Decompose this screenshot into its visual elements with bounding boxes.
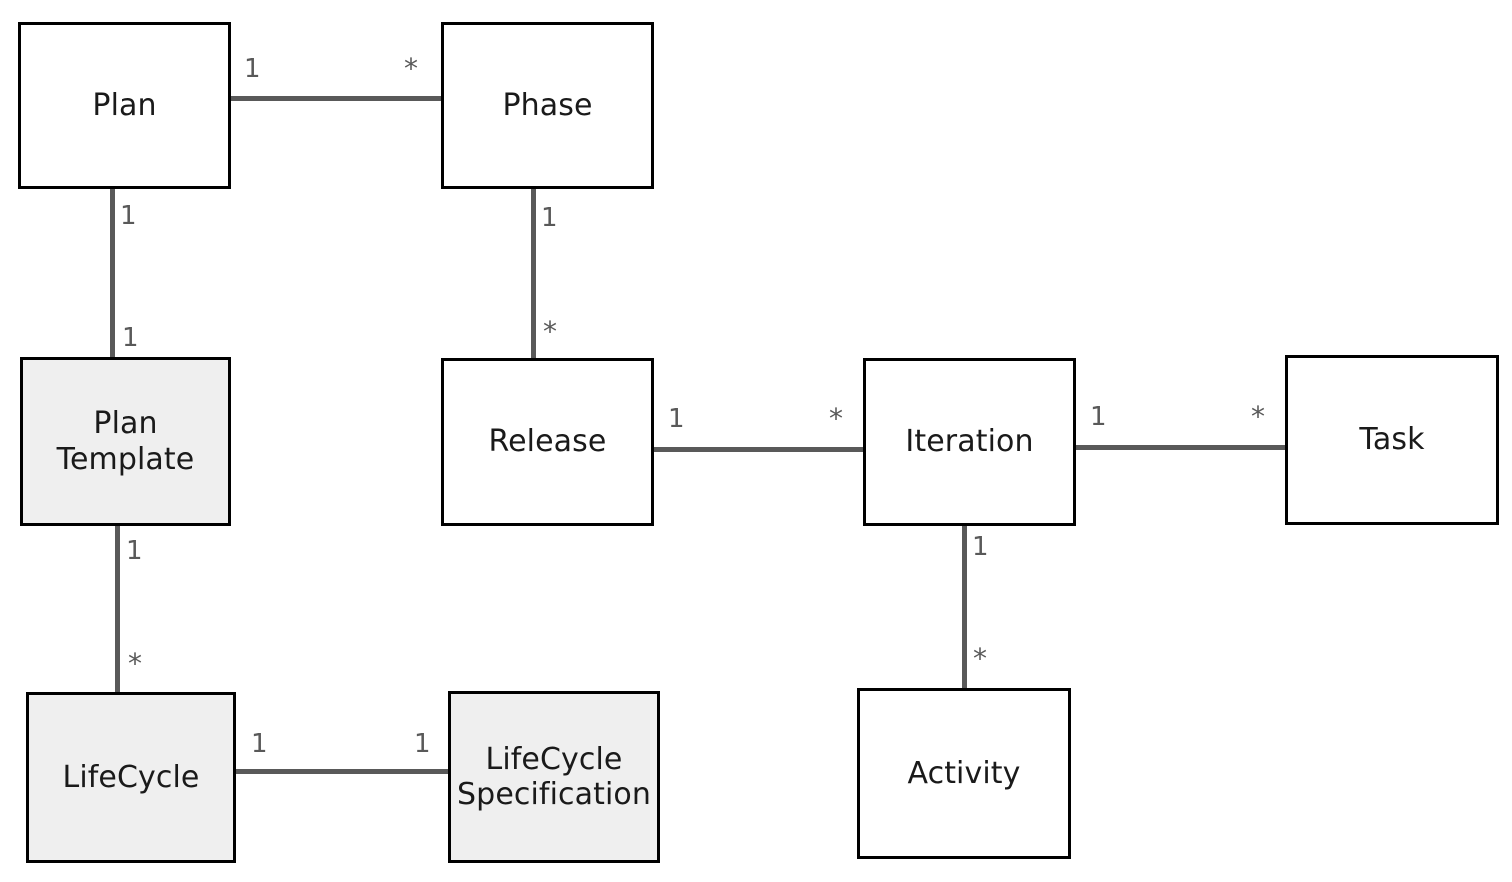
class-box-lifecycle[interactable]: LifeCycle [26,692,236,863]
association-line-lifecycle-spec [232,769,451,774]
multiplicity-plan-plantemplate-to: 1 [122,323,139,353]
multiplicity-release-iteration-to: * [829,402,843,435]
multiplicity-plan-phase-to: * [404,52,418,85]
class-box-activity[interactable]: Activity [857,688,1071,859]
class-label-iteration: Iteration [905,424,1034,460]
association-line-iteration-task [1071,445,1289,450]
multiplicity-iteration-task-from: 1 [1090,402,1107,432]
multiplicity-release-iteration-from: 1 [668,404,685,434]
multiplicity-iteration-activity-from: 1 [972,532,989,562]
class-label-lifecycle: LifeCycle [62,759,200,795]
multiplicity-plantemplate-lifecycle-from: 1 [126,536,143,566]
multiplicity-phase-release-to: * [543,315,557,348]
class-label-lifecycle-specification: LifeCycle Specification [457,741,651,812]
association-line-release-iteration [649,447,867,452]
multiplicity-iteration-activity-to: * [973,642,987,675]
class-box-phase[interactable]: Phase [441,22,654,189]
association-line-plantemplate-lifecycle [115,522,120,695]
class-label-plan-template: Plan Template [56,406,195,477]
class-box-iteration[interactable]: Iteration [863,358,1076,526]
class-box-release[interactable]: Release [441,358,654,526]
class-label-release: Release [488,424,607,460]
multiplicity-plantemplate-lifecycle-to: * [128,647,142,680]
class-label-activity: Activity [907,755,1021,791]
multiplicity-phase-release-from: 1 [541,203,558,233]
association-line-iteration-activity [962,522,967,692]
class-label-plan: Plan [92,87,157,123]
multiplicity-lifecycle-spec-to: 1 [414,729,431,759]
class-box-lifecycle-specification[interactable]: LifeCycle Specification [448,691,660,863]
class-box-task[interactable]: Task [1285,355,1499,525]
class-box-plan-template[interactable]: Plan Template [20,357,231,526]
class-label-phase: Phase [502,87,593,123]
multiplicity-plan-plantemplate-from: 1 [120,201,137,231]
class-label-task: Task [1359,422,1425,458]
association-line-phase-release [531,185,536,361]
class-box-plan[interactable]: Plan [18,22,231,189]
multiplicity-plan-phase-from: 1 [244,54,261,84]
multiplicity-lifecycle-spec-from: 1 [251,729,268,759]
multiplicity-iteration-task-to: * [1251,400,1265,433]
association-line-plan-phase [226,96,446,101]
association-line-plan-plantemplate [110,185,115,360]
